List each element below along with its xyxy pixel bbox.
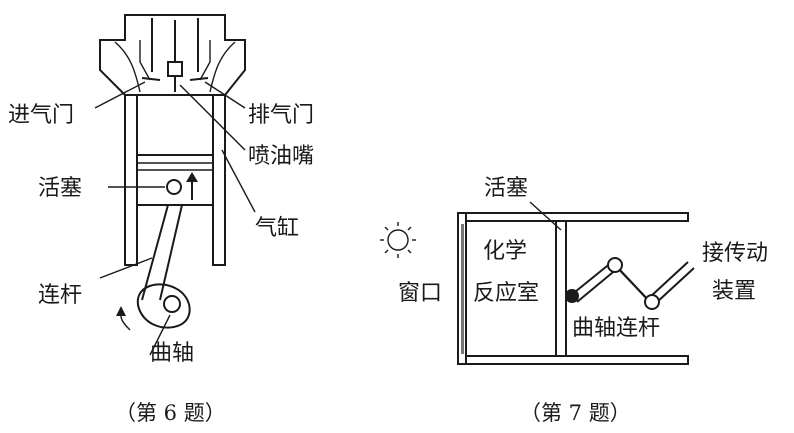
crank-linkage	[569, 261, 619, 303]
caption-figure-7: （第 7 题）	[520, 401, 631, 425]
leader-crank	[149, 314, 171, 356]
crank-disk	[136, 283, 191, 329]
piston-plate	[555, 220, 567, 357]
piston-body	[136, 154, 214, 206]
caption-figure-6: （第 6 题）	[115, 401, 226, 425]
label-piston-7: 活塞	[484, 176, 528, 201]
label-window: 窗口	[398, 281, 442, 306]
leader-exhaust	[204, 81, 246, 109]
leader-intake	[94, 81, 146, 109]
window-shade	[461, 224, 464, 354]
leader-rod	[99, 257, 153, 279]
label-chamber-line1: 化学	[483, 239, 527, 264]
label-transmission-line2: 装置	[712, 279, 756, 304]
exhaust-valve-head	[189, 77, 209, 81]
piston-arrow-head	[186, 172, 198, 182]
label-piston: 活塞	[38, 176, 82, 201]
crank-joint-1	[607, 257, 623, 273]
injector-body	[167, 61, 183, 77]
leader-piston-7	[529, 201, 562, 231]
piston-pin	[166, 179, 182, 195]
crank-linkage-end	[649, 261, 695, 304]
engine-figure: 进气门 排气门 喷油嘴 活塞 气缸 连杆 曲轴 （第 6 题）	[8, 14, 314, 425]
label-chamber-line2: 反应室	[473, 281, 539, 306]
label-exhaust-valve: 排气门	[248, 103, 314, 128]
sun-icon	[380, 222, 416, 258]
leader-injector	[179, 84, 246, 151]
leader-cylinder	[221, 149, 256, 213]
housing-wall-bottom	[457, 355, 689, 365]
label-crank-rod: 曲轴连杆	[572, 316, 660, 341]
exhaust-port	[209, 41, 236, 93]
housing-wall-top	[457, 212, 689, 222]
exhaust-port-inner	[199, 40, 211, 81]
rotation-arrow-head	[116, 306, 126, 316]
intake-valve-head	[141, 77, 161, 81]
crank-joint-2	[644, 294, 660, 310]
intake-port-inner	[139, 40, 151, 81]
label-cylinder: 气缸	[255, 216, 299, 241]
crank-pin	[163, 295, 181, 313]
cylinder-head	[99, 14, 246, 96]
label-connecting-rod: 连杆	[38, 283, 82, 308]
label-transmission-line1: 接传动	[702, 241, 768, 266]
intake-port	[114, 41, 141, 93]
chemical-engine-figure: 活塞 化学 反应室 窗口 曲轴连杆 接传动 装置 （第 7 题）	[380, 176, 768, 425]
label-crankshaft: 曲轴	[150, 341, 194, 366]
cylinder-wall-left	[124, 94, 138, 266]
label-injector: 喷油嘴	[248, 144, 314, 169]
label-intake-valve: 进气门	[8, 103, 74, 128]
rod-pivot-joint	[565, 289, 579, 303]
